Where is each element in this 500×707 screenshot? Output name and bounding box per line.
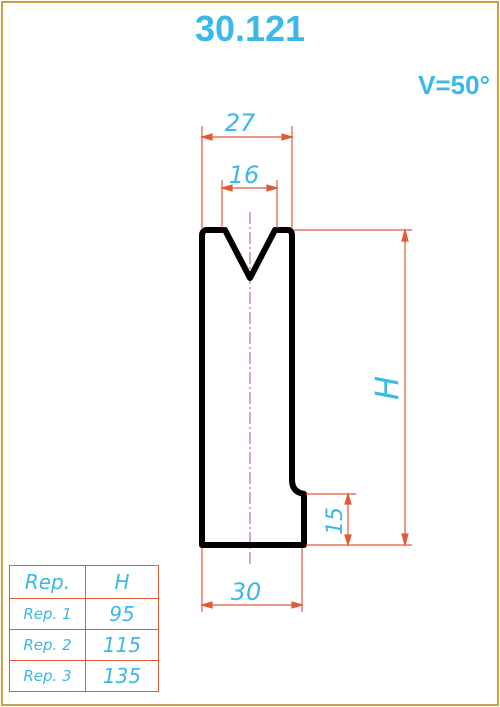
dimension-top-width-label: 27 (225, 109, 256, 137)
part-number-title: 30.121 (194, 8, 306, 49)
dimension-v-opening (219, 180, 280, 228)
table-row: Rep. 3 135 (9, 660, 159, 692)
v-angle-label: V=50° (418, 70, 490, 100)
table-cell-rep: Rep. 2 (9, 629, 86, 661)
dimension-base-width (199, 548, 305, 612)
dimension-height (294, 227, 412, 548)
table-row: Rep. 2 115 (9, 629, 159, 661)
table-cell-h: 115 (85, 629, 159, 661)
table-row: Rep. 1 95 (9, 598, 159, 630)
dimension-step-height-label: 15 (323, 507, 348, 535)
die-profile (199, 227, 307, 548)
table-cell-rep: Rep. 3 (9, 660, 86, 692)
table-cell-h: 95 (85, 598, 159, 630)
table-header-row: Rep. H (9, 565, 159, 599)
dimension-step-height (306, 491, 356, 548)
dimension-top-width (199, 126, 295, 228)
height-variants-table: Rep. H Rep. 1 95 Rep. 2 115 Rep. 3 135 (9, 565, 159, 692)
table-header-rep: Rep. (9, 565, 86, 599)
dimension-base-width-label: 30 (231, 578, 262, 606)
table-header-h: H (85, 565, 159, 599)
dimension-v-opening-label: 16 (229, 161, 260, 189)
table-cell-rep: Rep. 1 (9, 598, 86, 630)
table-cell-h: 135 (85, 660, 159, 692)
dimension-height-label: H (368, 376, 406, 400)
